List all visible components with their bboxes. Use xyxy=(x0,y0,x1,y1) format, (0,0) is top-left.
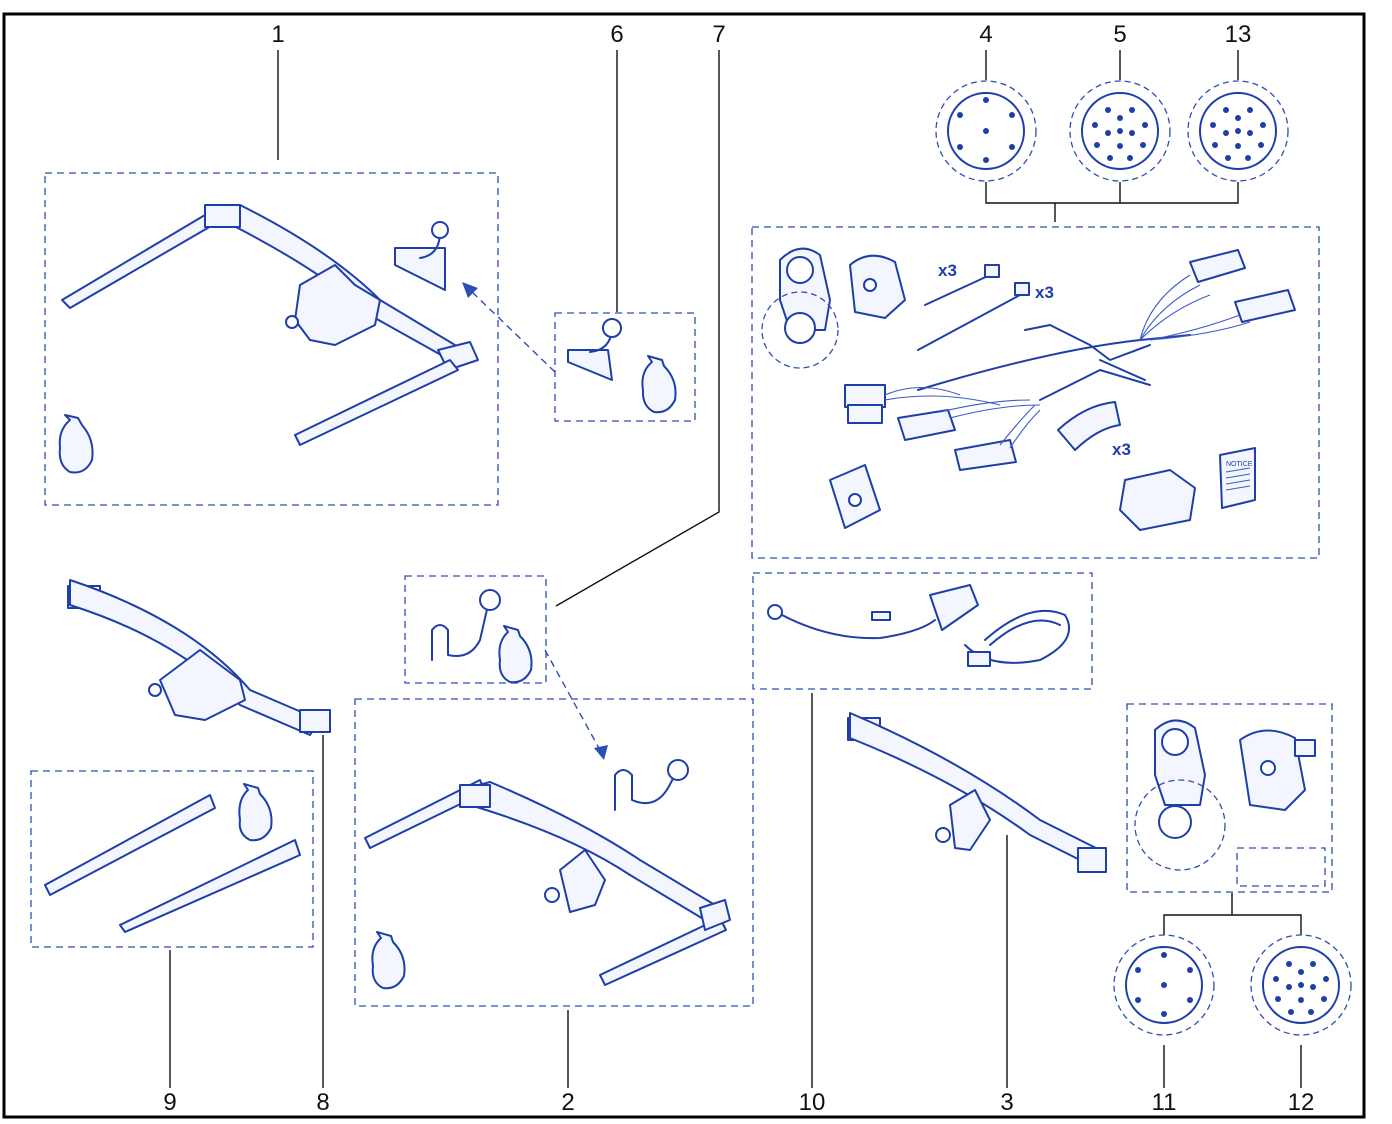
arrow-7-to-2 xyxy=(544,649,601,751)
group-box-11-12 xyxy=(1126,703,1333,893)
harness-10 xyxy=(767,584,1070,667)
callout-8: 8 xyxy=(316,1089,329,1116)
connector-13pin-13 xyxy=(1187,80,1289,182)
group-box-small-inner xyxy=(1236,847,1326,887)
group-box-9 xyxy=(30,770,314,948)
towbar-assembly-1 xyxy=(58,204,479,474)
socket-kit-11-12 xyxy=(1134,719,1316,871)
arrow-6-to-1 xyxy=(469,289,556,373)
group-box-7 xyxy=(404,575,547,684)
callout-2: 2 xyxy=(561,1089,574,1116)
callout-1: 1 xyxy=(271,21,284,48)
gooseneck-ball-7 xyxy=(431,589,533,684)
towbar-3 xyxy=(847,712,1107,873)
qty-pads: x3 xyxy=(1112,440,1131,459)
callout-5: 5 xyxy=(1113,21,1126,48)
group-box-6 xyxy=(554,312,696,422)
group-box-2 xyxy=(354,698,754,1007)
callout-6: 6 xyxy=(610,21,623,48)
group-box-10 xyxy=(752,572,1093,690)
bracket-11-12 xyxy=(1163,914,1302,935)
callout-4: 4 xyxy=(979,21,992,48)
callout-13: 13 xyxy=(1225,21,1252,48)
qty-ties-top: x3 xyxy=(938,261,957,280)
connector-13pin-5 xyxy=(1069,80,1171,182)
cable-tie-1 xyxy=(924,274,991,306)
cable-tie-2 xyxy=(917,294,1021,351)
qty-ties-bottom: x3 xyxy=(1035,283,1054,302)
arrowhead-6-to-1 xyxy=(462,282,478,298)
callout-9: 9 xyxy=(163,1089,176,1116)
towbar-2 xyxy=(364,759,731,990)
wiring-kit: x3 x3 x3 NOTICE xyxy=(761,247,1296,531)
notice-label: NOTICE xyxy=(1226,461,1253,468)
towball-6 xyxy=(567,318,677,414)
bracket-4-5-13 xyxy=(985,182,1239,204)
arrowhead-7-to-2 xyxy=(594,745,608,760)
connector-13pin-12 xyxy=(1250,934,1352,1036)
connector-7pin-11 xyxy=(1113,934,1215,1036)
callout-10: 10 xyxy=(799,1089,826,1116)
group-box-wiring-kit xyxy=(751,226,1320,559)
arms-9 xyxy=(44,783,301,933)
callout-3: 3 xyxy=(1000,1089,1013,1116)
group-box-1 xyxy=(44,172,499,506)
callout-11: 11 xyxy=(1152,1089,1177,1116)
callout-7: 7 xyxy=(712,21,725,48)
towbar-frame-8 xyxy=(67,579,331,736)
diagram-frame xyxy=(2,12,1366,1119)
leader-7 xyxy=(555,50,720,607)
callout-12: 12 xyxy=(1288,1089,1315,1116)
connector-7pin-4 xyxy=(935,80,1037,182)
